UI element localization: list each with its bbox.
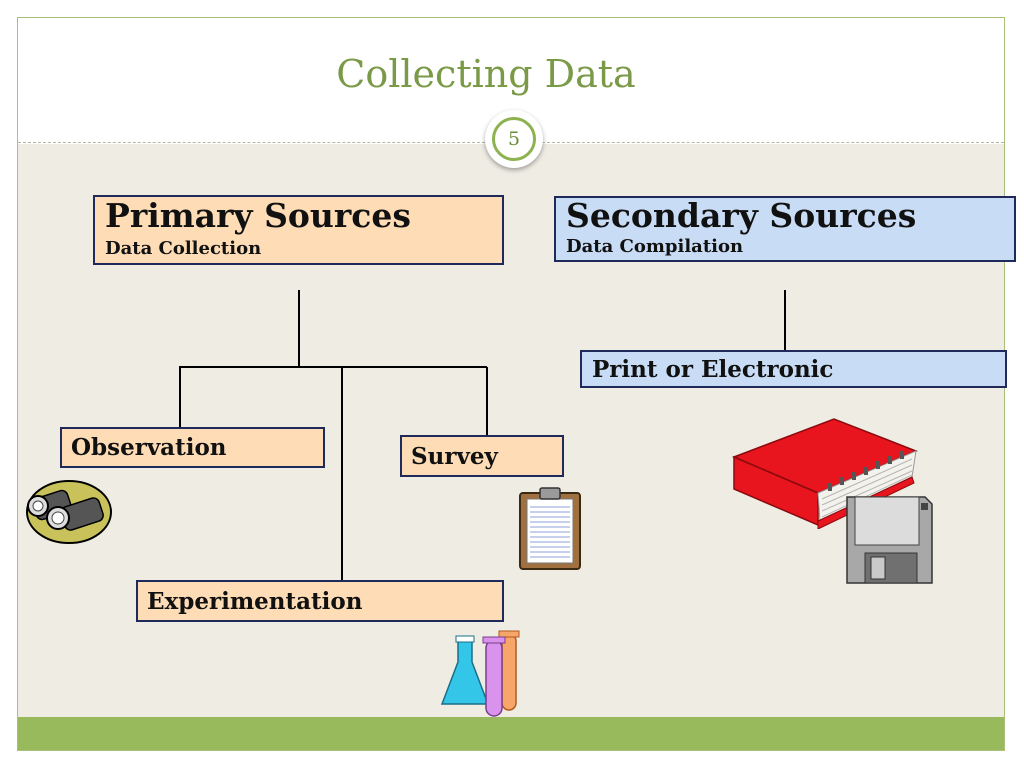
slide-title: Collecting Data: [336, 52, 636, 96]
test-tubes-icon: [440, 630, 520, 717]
experimentation-label: Experimentation: [147, 588, 363, 615]
survey-box: Survey: [400, 435, 564, 477]
print-electronic-label: Print or Electronic: [592, 356, 834, 383]
clipboard-icon: [519, 487, 581, 570]
primary-sources-title: Primary Sources: [105, 196, 411, 235]
binoculars-icon: [26, 480, 112, 544]
primary-sources-subtitle: Data Collection: [105, 238, 262, 259]
observation-label: Observation: [71, 434, 227, 461]
secondary-sources-subtitle: Data Compilation: [566, 236, 744, 257]
bottom-accent-band: [18, 717, 1004, 750]
observation-box: Observation: [60, 427, 325, 468]
secondary-sources-title: Secondary Sources: [566, 196, 917, 235]
survey-label: Survey: [411, 443, 498, 470]
experimentation-box: Experimentation: [136, 580, 504, 622]
print-electronic-box: Print or Electronic: [580, 350, 1007, 388]
secondary-sources-box: Secondary Sources Data Compilation: [554, 196, 1016, 262]
page-number: 5: [492, 117, 536, 161]
floppy-disk-icon: [846, 496, 933, 584]
page-number-badge: 5: [485, 110, 543, 168]
primary-sources-box: Primary Sources Data Collection: [93, 195, 504, 265]
